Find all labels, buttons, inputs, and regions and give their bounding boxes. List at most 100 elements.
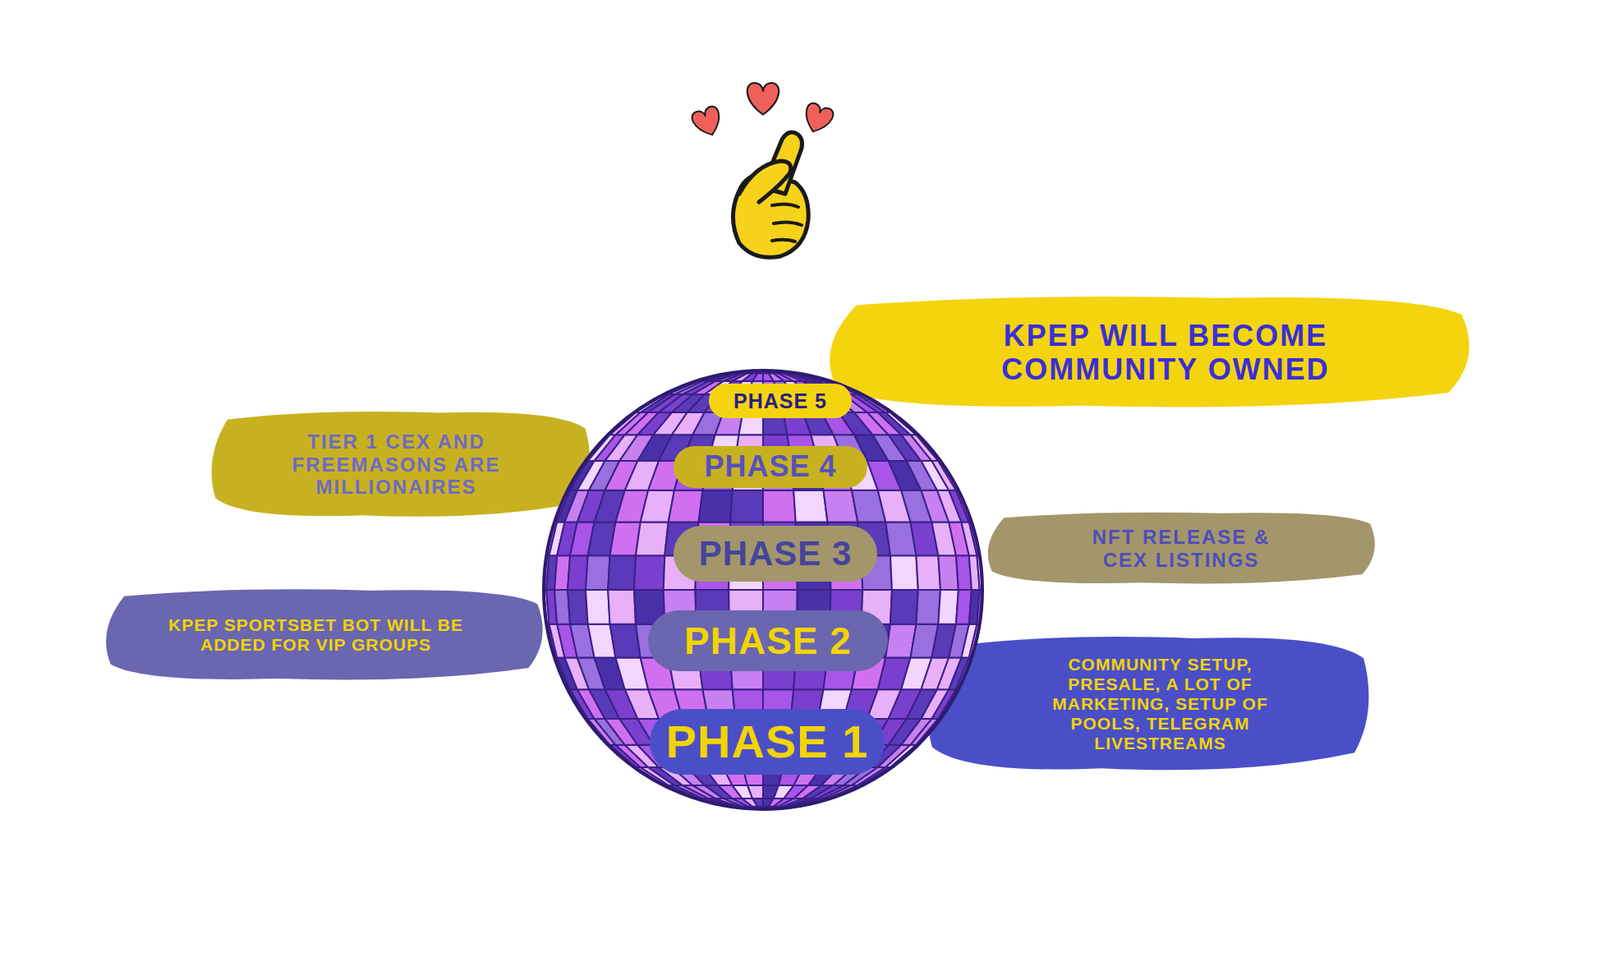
- ball-tile: [885, 744, 916, 768]
- ball-tile: [635, 767, 669, 786]
- ball-tile: [594, 434, 626, 461]
- ball-tile: [757, 370, 764, 373]
- ball-tile: [664, 381, 699, 395]
- ball-tile: [728, 806, 764, 810]
- ball-tile: [796, 372, 831, 382]
- ball-tile: [556, 521, 578, 556]
- callout-text: TIER 1 CEX AND FREEMASONS ARE MILLIONAIR…: [273, 430, 520, 499]
- ball-tile: [901, 434, 932, 461]
- ball-tile: [570, 689, 595, 719]
- ball-tile: [588, 718, 617, 745]
- ball-tile: [790, 372, 824, 382]
- ball-tile: [768, 372, 785, 382]
- ball-tile: [768, 798, 785, 807]
- ball-tile: [615, 657, 649, 690]
- ball-tile: [729, 806, 764, 810]
- callout-blob: KPEP SPORTSBET BOT WILL BE ADDED FOR VIP…: [96, 586, 552, 684]
- ball-tile: [873, 434, 907, 461]
- ball-tile: [723, 372, 749, 382]
- ball-tile: [585, 589, 611, 625]
- ball-tile: [610, 624, 641, 658]
- ball-tile: [961, 521, 978, 556]
- ball-tile: [790, 798, 824, 807]
- ball-tile: [851, 394, 886, 413]
- ball-tile: [692, 785, 723, 799]
- ball-tile: [585, 718, 611, 745]
- ball-tile: [637, 412, 672, 435]
- ball-tile: [878, 657, 911, 690]
- ball-tile: [915, 718, 941, 745]
- ball-tile: [901, 718, 932, 745]
- ball-tile: [752, 798, 764, 807]
- ball-tile: [549, 521, 566, 556]
- ball-tile: [937, 490, 962, 523]
- ball-tile: [663, 381, 697, 395]
- phase-pill: PHASE 1: [649, 708, 886, 775]
- ball-tile: [742, 372, 759, 382]
- ball-tile: [594, 490, 626, 523]
- ball-tile: [738, 370, 764, 373]
- ball-tile: [702, 798, 736, 807]
- ball-tile: [818, 785, 852, 799]
- disco-ball: [543, 370, 983, 810]
- ball-tile: [969, 589, 980, 625]
- ball-tile: [588, 624, 617, 658]
- ball-tile: [619, 434, 653, 461]
- ball-tile: [795, 372, 831, 382]
- ball-tile: [607, 555, 636, 590]
- ball-tile: [854, 412, 889, 435]
- ball-tile: [663, 785, 697, 799]
- ball-tile: [906, 689, 938, 719]
- ball-tile: [570, 521, 595, 556]
- ball-tile: [640, 394, 675, 413]
- ball-tile: [969, 555, 980, 590]
- ball-tile: [637, 434, 672, 461]
- ball-tile: [796, 798, 831, 807]
- ball-tile: [763, 370, 798, 373]
- ball-tile: [885, 521, 916, 556]
- ball-tile: [682, 785, 716, 799]
- ball-tile: [752, 806, 764, 810]
- ball-tile: [742, 798, 759, 807]
- ball-tile: [763, 370, 791, 373]
- phase-pill: PHASE 5: [708, 383, 852, 419]
- ball-tile: [920, 689, 949, 719]
- ball-tile: [956, 657, 972, 690]
- ball-tile: [763, 370, 796, 373]
- ball-tile: [910, 718, 939, 745]
- ball-tile: [829, 785, 863, 799]
- ball-tile: [915, 434, 941, 461]
- ball-tile: [948, 521, 970, 556]
- ball-tile: [619, 718, 653, 745]
- phase-pill: PHASE 2: [648, 610, 888, 672]
- ball-tile: [838, 412, 873, 435]
- ball-tile: [543, 555, 550, 590]
- ball-tile: [747, 785, 764, 799]
- ball-tile: [694, 372, 729, 382]
- ball-tile: [901, 657, 932, 690]
- ball-tile: [823, 785, 859, 799]
- ball-tile: [915, 589, 941, 625]
- ball-tile: [810, 785, 844, 799]
- ball-tile: [698, 372, 733, 382]
- ball-tile: [546, 521, 557, 556]
- ball-tile: [610, 744, 641, 768]
- ball-tile: [920, 490, 949, 523]
- ball-tile: [664, 785, 699, 799]
- ball-tile: [625, 460, 659, 491]
- ball-tile: [742, 806, 764, 810]
- ball-tile: [615, 490, 649, 523]
- ball-tile: [948, 624, 970, 658]
- ball-tile: [878, 490, 911, 523]
- ball-tile: [795, 798, 831, 807]
- ball-tile: [763, 806, 784, 810]
- ball-tile: [961, 624, 978, 658]
- phase-label: PHASE 1: [666, 715, 869, 768]
- ball-tile: [728, 370, 764, 373]
- ball-tile: [730, 806, 764, 810]
- callout-blob: TIER 1 CEX AND FREEMASONS ARE MILLIONAIR…: [203, 408, 598, 521]
- ball-tile: [787, 372, 819, 382]
- ball-tile: [793, 798, 828, 807]
- ball-tile: [763, 806, 788, 810]
